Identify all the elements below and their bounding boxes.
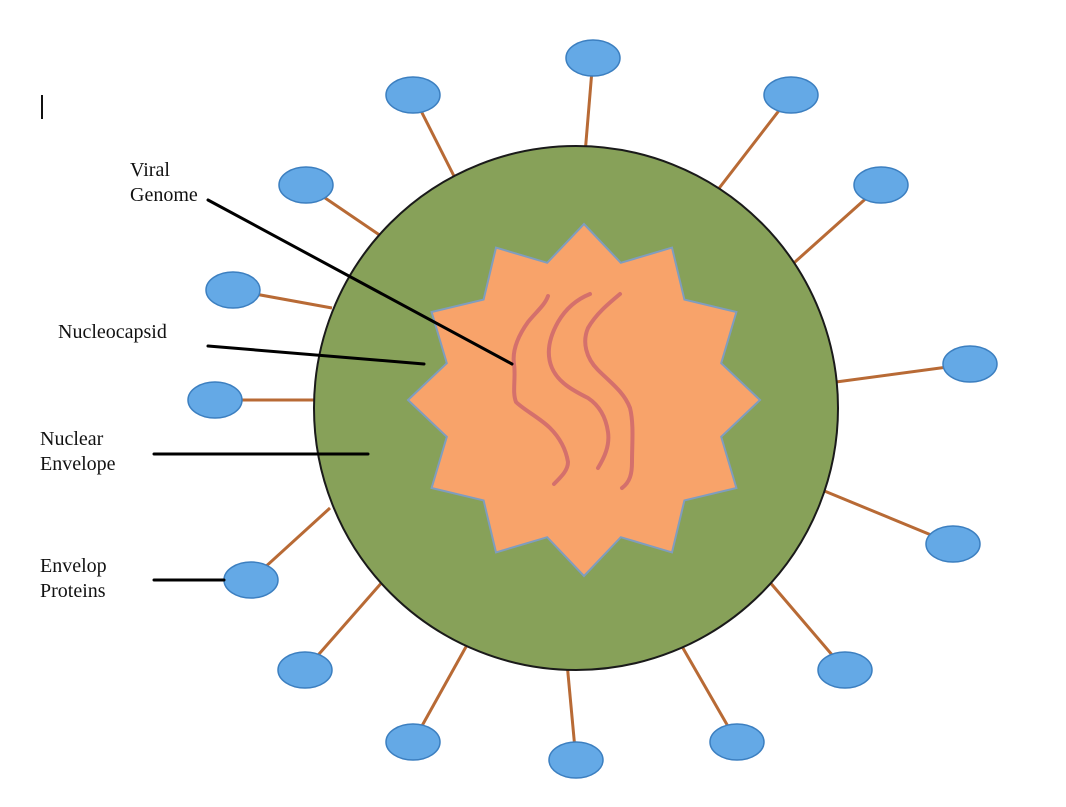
envelope-proteins-group [187,39,998,779]
envelope-protein-head [565,39,621,77]
label-viral-genome-line-2: Genome [130,184,198,206]
envelope-protein-head [385,723,441,761]
label-nuclear-envelope: Nuclear Envelope [40,427,116,477]
envelope-protein-head [942,345,998,383]
genome-strand-2 [546,292,611,470]
genome-strand-1 [511,294,570,486]
label-nuclear-envelope-line-2: Envelope [40,453,116,475]
envelope-protein-head [548,741,604,779]
envelope-protein-head [187,381,243,419]
label-nucleocapsid-line-1: Nucleocapsid [58,321,167,343]
envelope-protein-head [205,271,261,309]
envelope-protein-head [385,76,441,114]
envelope-protein-head [277,651,333,689]
label-viral-genome: Viral Genome [130,158,198,208]
label-envelop-proteins-line-2: Proteins [40,580,106,602]
label-nuclear-envelope-line-1: Nuclear [40,428,104,450]
envelope-protein-stem [708,94,793,201]
envelope-protein-head [817,651,873,689]
envelope-protein-head [709,723,765,761]
label-envelop-proteins-line-1: Envelop [40,555,107,577]
envelope-protein-stem [674,635,739,743]
nucleocapsid-shape [406,222,762,578]
label-viral-genome-line-1: Viral [130,159,170,181]
label-envelop-proteins: Envelop Proteins [40,554,107,604]
label-nucleocapsid: Nucleocapsid [58,320,167,345]
leader-lines-group [152,198,514,582]
text-cursor [41,95,43,119]
envelope-protein-stem [411,635,474,743]
envelope-protein-head [223,561,279,599]
envelope-protein-head [763,76,819,114]
genome-strand-3 [583,292,635,490]
viral-genome-group [511,292,635,490]
leader-line-viral-genome [206,198,514,366]
leader-line-nucleocapsid [206,344,426,366]
envelope-protein-head [853,166,909,204]
envelope-protein-head [278,166,334,204]
envelope-protein-head [925,525,981,563]
